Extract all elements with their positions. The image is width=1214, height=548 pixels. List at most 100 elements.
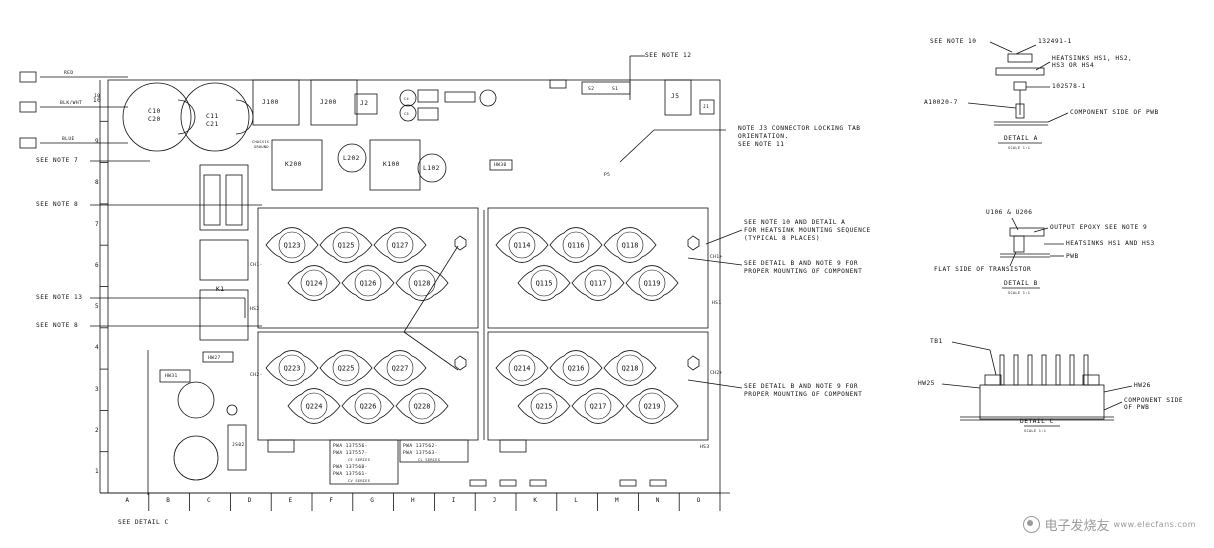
detail-b-u106: U106 & U206 (986, 209, 1033, 216)
detail-a-part3: A10020-7 (924, 99, 958, 106)
transistor-q226-label: Q226 (360, 403, 377, 411)
l102-label: L102 (423, 165, 440, 172)
connector-j200-body (310, 79, 358, 126)
detail-c-tb1: TB1 (930, 338, 943, 345)
transistor-q125: Q125 (319, 227, 373, 263)
wire-blue-label: BLUE (62, 137, 75, 142)
transistor-q127: Q127 (373, 227, 427, 263)
detail-c-fin (1055, 354, 1061, 386)
detail-a-hs-line1: HEATSINKS HS1, HS2, (1052, 55, 1133, 62)
transistor-q128: Q128 (395, 265, 449, 301)
transistor-q214-label: Q214 (514, 365, 531, 373)
hw30-label: HW30 (494, 163, 507, 168)
axis-col-h: H (411, 497, 416, 504)
transistor-q217: Q217 (571, 388, 625, 424)
cv-series: CV SERIES (348, 479, 371, 483)
axis-col-o: O (696, 497, 701, 504)
detail-a-note: SEE NOTE 10 (930, 38, 977, 45)
axis-row-4: 4 (95, 344, 100, 352)
j3-note-line1: NOTE J3 CONNECTOR LOCKING TAB (738, 125, 861, 132)
hw31 (159, 369, 191, 383)
detail-c-heatsink-base (979, 384, 1105, 420)
pwa-137563: PWA 137563- (403, 451, 438, 456)
transistor-q115: Q115 (517, 265, 571, 301)
transistor-q124-label: Q124 (306, 280, 323, 288)
note-12-label: SEE NOTE 12 (645, 52, 692, 59)
capacitor-c10 (122, 82, 192, 152)
transistor-q227-label: Q227 (392, 365, 409, 373)
detail-c-fin (999, 354, 1005, 386)
detail-c-fin (1083, 354, 1089, 386)
cap-polarity-mark (235, 99, 254, 135)
j3-note-line3: SEE NOTE 11 (738, 141, 785, 148)
small-connector (549, 79, 567, 89)
detail-b-transistor (1013, 235, 1025, 253)
note-8b-label: SEE NOTE 8 (36, 322, 79, 329)
detail-c-title: DETAIL C (1020, 418, 1054, 425)
hs2-label: HS2 (250, 307, 260, 312)
transistor-q218-label: Q218 (622, 365, 639, 373)
detail-c-fin (1069, 354, 1075, 386)
detail-b-epoxy: OUTPUT EPOXY SEE NOTE 9 (1050, 224, 1148, 231)
note-8a-label: SEE NOTE 8 (36, 201, 79, 208)
inductor-l102 (417, 153, 447, 183)
leader-line (403, 245, 459, 333)
transistor-q117-label: Q117 (590, 280, 607, 288)
wire-blk-label: BLK/WHT (60, 101, 83, 106)
transistor-q128-label: Q128 (414, 280, 431, 288)
axis-row-5: 5 (95, 303, 100, 311)
detail-b-note1-line2: PROPER MOUNTING OF COMPONENT (744, 268, 863, 275)
axis-row-9: 9 (95, 137, 100, 145)
axis-col-l: L (574, 497, 579, 504)
elecfans-logo-icon (1023, 516, 1041, 533)
transistor-q228: Q228 (395, 388, 449, 424)
detail-c-fins (999, 354, 1089, 386)
k100-label: K100 (383, 161, 400, 168)
transistor-q119: Q119 (625, 265, 679, 301)
relay-k200 (271, 139, 323, 191)
c11-label: C11 (206, 113, 219, 120)
hex-post (454, 355, 467, 371)
axis-col-m: M (615, 497, 620, 504)
transistor-q219: Q219 (625, 388, 679, 424)
transistor-q216-label: Q216 (568, 365, 585, 373)
q212-block (499, 439, 527, 453)
ch1-minus-label: CH1- (250, 263, 263, 268)
detail-c-hw26: HW26 (1134, 382, 1151, 389)
transistor-q224: Q224 (287, 388, 341, 424)
transistor-q217-label: Q217 (590, 403, 607, 411)
detail-a-part2: 102578-1 (1052, 83, 1086, 90)
transistor-q118-label: Q118 (622, 242, 639, 250)
hs-note-line1: SEE NOTE 10 AND DETAIL A (744, 219, 846, 226)
axis-col-i: I (451, 497, 456, 504)
transistor-q126-label: Q126 (360, 280, 377, 288)
hs-note-line2: FOR HEATSINK MOUNTING SEQUENCE (744, 227, 871, 234)
detail-a-part1: 132491-1 (1038, 38, 1072, 45)
hex-post (687, 235, 700, 251)
capacitor-c11 (180, 82, 250, 152)
transistor-q223: Q223 (265, 350, 319, 386)
left-axis-ticks (100, 120, 108, 494)
ch1-plus-label: CH1+ (710, 255, 723, 260)
ch2-minus-label: CH2- (250, 373, 263, 378)
axis-col-d: D (247, 497, 252, 504)
transistor-q124: Q124 (287, 265, 341, 301)
transistor-q126: Q126 (341, 265, 395, 301)
js02-connector (227, 424, 247, 471)
c5-label: C5 (404, 112, 409, 116)
q8-c3-block (199, 164, 249, 231)
detail-b-flat: FLAT SIDE OF TRANSISTOR (934, 266, 1032, 273)
detail-a-heatsink (995, 67, 1045, 76)
pwa-137556: PWA 137556- (333, 444, 368, 449)
regulator-u1 (417, 89, 439, 103)
transistor-q224-label: Q224 (306, 403, 323, 411)
axis-col-j: J (492, 497, 497, 504)
connector-j1-body (699, 99, 715, 115)
j200-label: J200 (320, 99, 337, 106)
transformer-2 (173, 435, 219, 481)
detail-b-note2-line2: PROPER MOUNTING OF COMPONENT (744, 391, 863, 398)
capacitor-c4 (399, 89, 417, 107)
ch2-plus-label: CH2+ (710, 371, 723, 376)
transistor-q228-label: Q228 (414, 403, 431, 411)
connector-j100-body (252, 79, 300, 126)
